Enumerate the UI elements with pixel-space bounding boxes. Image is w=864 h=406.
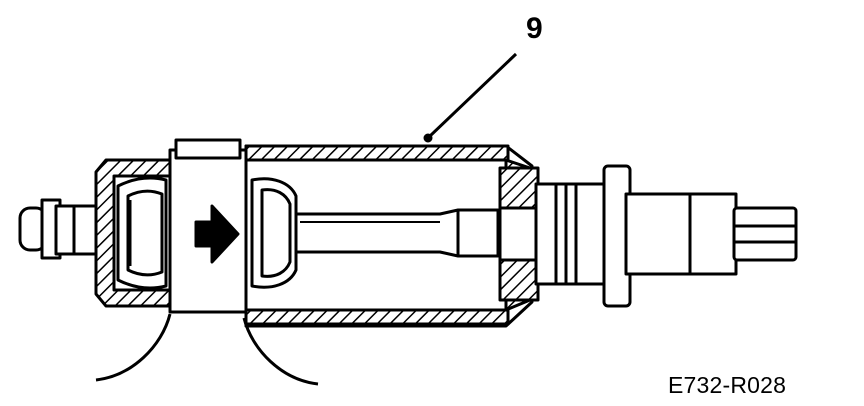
left-support-arc <box>95 313 172 382</box>
callout-label: 9 <box>526 12 543 45</box>
right-hex-drive <box>732 206 798 262</box>
center-collar <box>168 138 248 314</box>
right-end-wall <box>498 166 540 302</box>
inner-bearing <box>250 177 298 289</box>
callout-dot <box>423 133 433 143</box>
right-flange <box>534 164 738 308</box>
internal-shaft <box>294 208 500 258</box>
callout-leader-line <box>428 52 518 138</box>
right-support-arc <box>242 317 319 386</box>
figure-code: E732-R028 <box>668 372 787 398</box>
left-end-cap <box>94 158 178 308</box>
direction-arrow-icon <box>194 204 240 264</box>
